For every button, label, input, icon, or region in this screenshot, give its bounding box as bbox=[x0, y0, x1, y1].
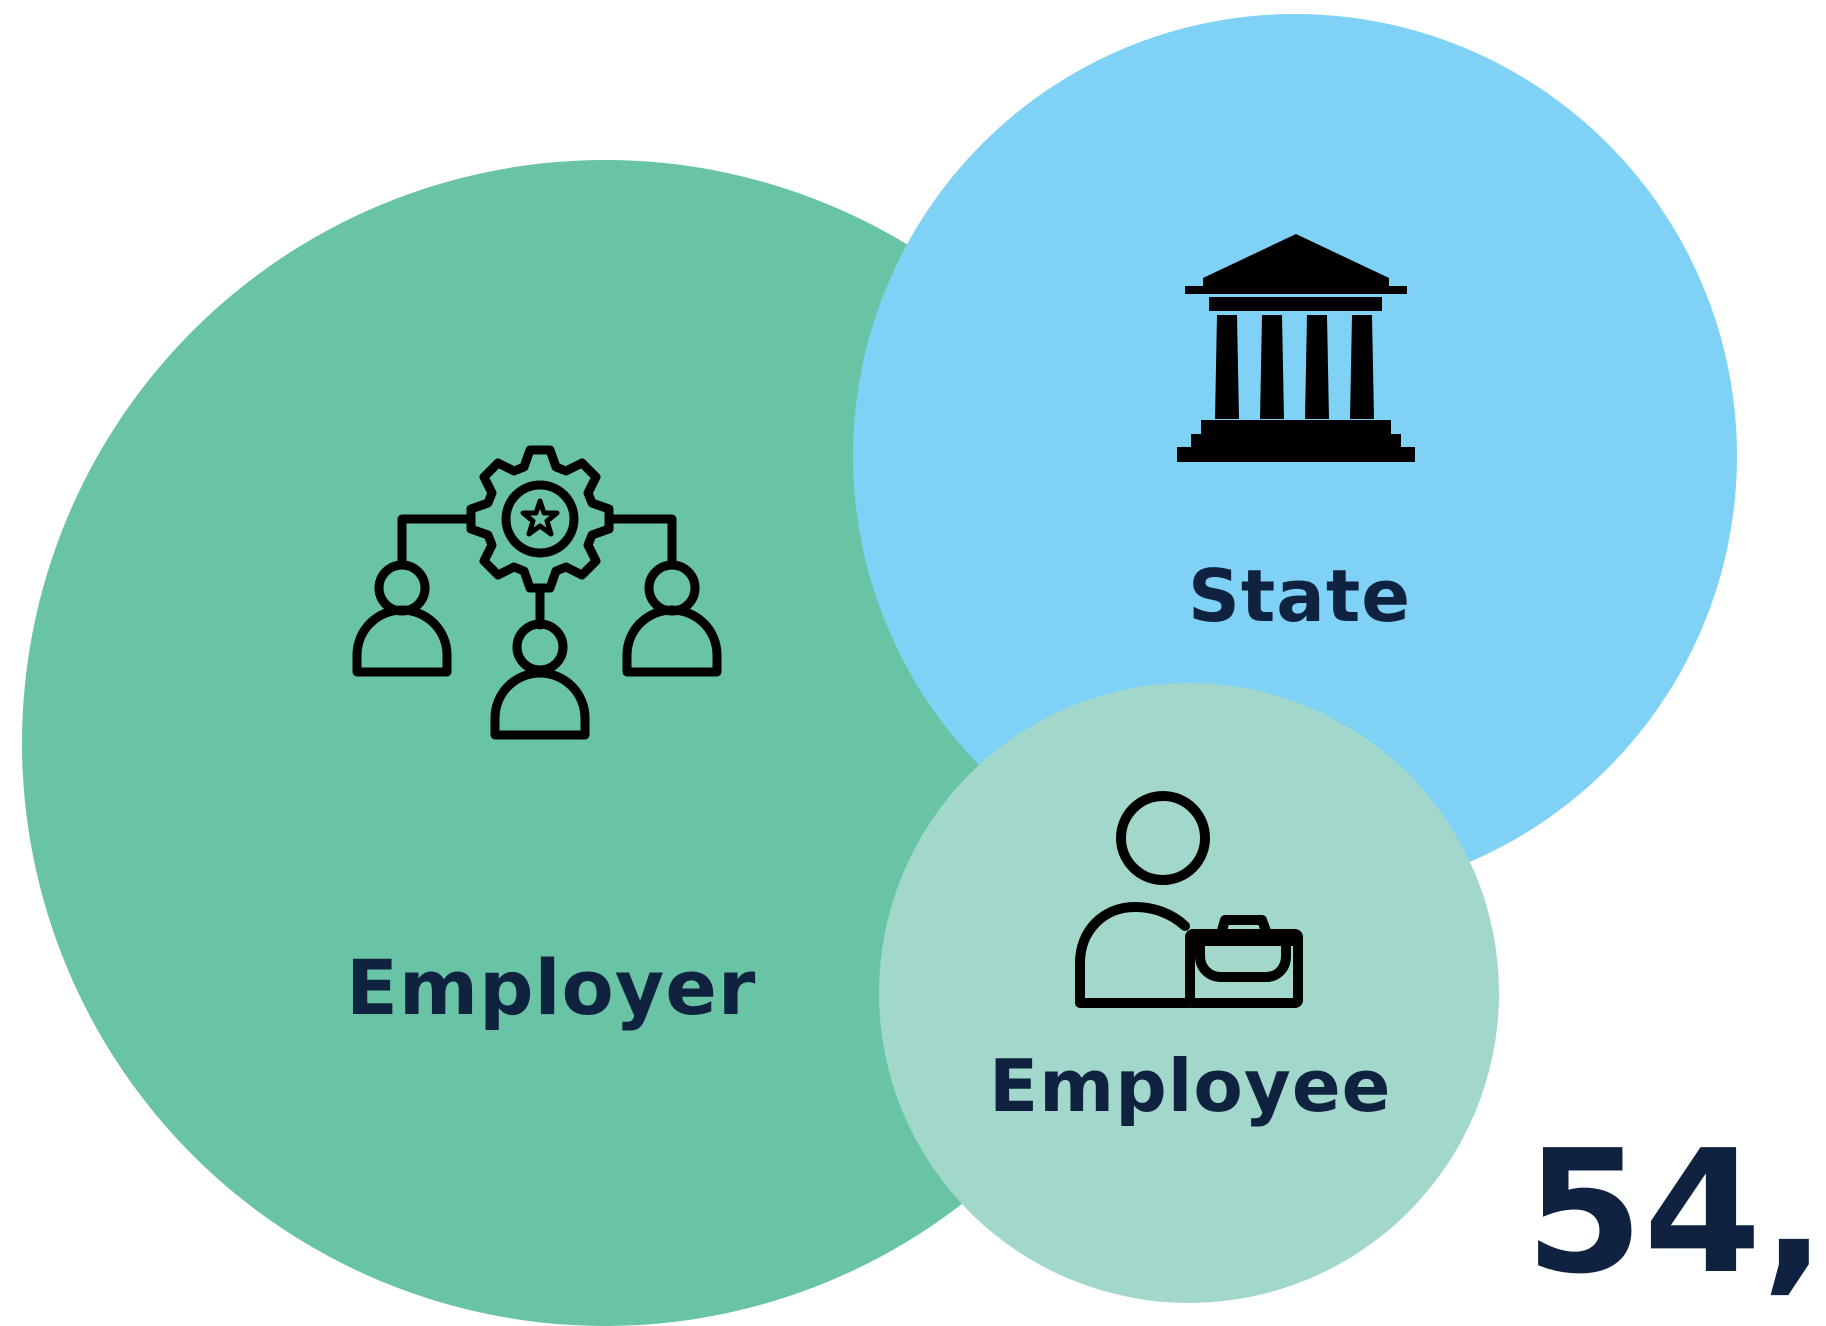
organization-gear-people-icon bbox=[352, 445, 722, 740]
diagram: Employer State Employee 54, bbox=[22, 14, 1826, 1326]
person-briefcase-icon bbox=[1075, 791, 1303, 1008]
state-label: State bbox=[1188, 554, 1412, 638]
employer-label: Employer bbox=[346, 943, 757, 1032]
government-building-icon bbox=[1177, 234, 1415, 462]
stat-value: 54, bbox=[1525, 1114, 1826, 1312]
employee-label: Employee bbox=[989, 1044, 1392, 1128]
